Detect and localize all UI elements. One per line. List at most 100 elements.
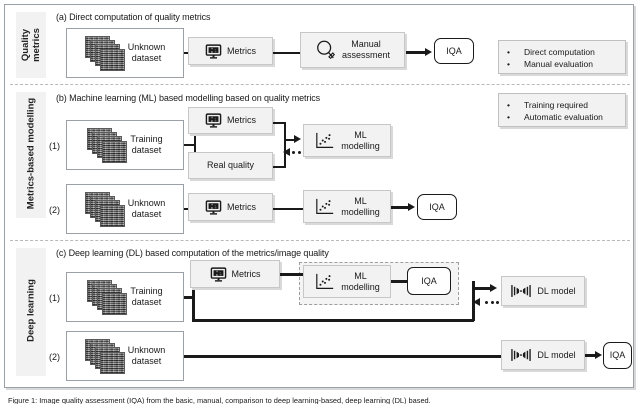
row-tag-c2: (2)	[49, 352, 60, 362]
image-stack-icon	[84, 192, 125, 227]
node-iqa-b2: IQA	[417, 194, 457, 220]
note-section-b: Training required Automatic evaluation	[498, 93, 626, 127]
arrow-b2-3	[408, 203, 415, 211]
scatter-plot-icon	[316, 198, 334, 214]
connector-c1-ml-to-iqa	[391, 280, 408, 283]
node-metrics-c1: + - x ÷ Metrics	[190, 260, 280, 288]
section-a-title: (a) Direct computation of quality metric…	[56, 12, 211, 22]
connector-a-3	[406, 51, 427, 54]
note-item: Training required	[507, 99, 619, 111]
connector-c1-to-dl	[472, 287, 492, 290]
node-metrics-b2: + - x ÷ Metrics	[188, 193, 273, 221]
connector-c1-metrics-to-ml	[280, 273, 305, 276]
node-label: DL model	[537, 349, 576, 360]
connector-b1-1	[184, 144, 195, 146]
connector-b1-metrics-out	[273, 122, 285, 124]
arrow-c2-2	[595, 350, 602, 359]
node-label: Metrics	[231, 268, 261, 279]
node-label: IQA	[446, 45, 462, 56]
neural-network-icon	[511, 349, 532, 361]
connector-c2-2	[585, 354, 597, 357]
monitor-metrics-icon: + - x ÷	[205, 113, 222, 128]
monitor-metrics-icon: + - x ÷	[205, 199, 222, 215]
scatter-plot-icon	[316, 132, 334, 148]
image-stack-icon	[84, 339, 125, 374]
figure-caption: Figure 1: Image quality assessment (IQA)…	[8, 396, 431, 404]
node-real-quality-b1: Real quality	[188, 152, 273, 179]
arrow-feedback-b1	[283, 148, 290, 156]
note-text: Manual evaluation	[524, 59, 593, 69]
node-label: Metrics	[227, 45, 256, 56]
sideband-metrics-based: Metrics-based modelling	[16, 92, 46, 218]
node-label: Metrics	[227, 115, 256, 125]
svg-text:x: x	[211, 119, 213, 123]
arrow-b1-into-ml	[294, 135, 301, 143]
neural-network-icon	[511, 285, 532, 297]
svg-text:x: x	[211, 49, 213, 53]
bullet-icon	[507, 58, 510, 70]
svg-text:x: x	[211, 205, 213, 209]
monitor-metrics-icon: + - x ÷	[210, 266, 226, 282]
node-label: IQA	[609, 350, 626, 360]
connector-b1-bracket-right	[284, 122, 286, 168]
row-tag-b1: (1)	[49, 141, 60, 151]
svg-text:+: +	[211, 203, 213, 207]
monitor-metrics-icon: + - x ÷	[205, 43, 222, 59]
svg-text:x: x	[216, 272, 218, 276]
note-text: Automatic evaluation	[524, 112, 603, 122]
svg-text:÷: ÷	[215, 205, 217, 209]
node-dl-model-c2: DL model	[501, 340, 585, 370]
note-text: Training required	[524, 100, 588, 110]
connector-b1-join	[284, 139, 296, 141]
svg-text:-: -	[219, 270, 221, 274]
node-dl-model-c1: DL model	[501, 276, 585, 306]
note-item: Automatic evaluation	[507, 111, 619, 123]
note-text: Direct computation	[524, 47, 595, 57]
bullet-icon	[507, 111, 510, 123]
svg-text:÷: ÷	[215, 49, 217, 53]
node-iqa-c2: IQA	[603, 342, 632, 369]
note-item: Manual evaluation	[507, 58, 619, 70]
node-label: Metrics	[227, 201, 256, 212]
svg-text:-: -	[215, 203, 217, 207]
node-metrics-a: + - x ÷ Metrics	[188, 37, 273, 65]
connector-c1-split	[192, 274, 195, 321]
bullet-icon	[507, 99, 510, 111]
connector-c1-bypass	[192, 319, 474, 322]
node-metrics-b1: + - x ÷ Metrics	[188, 107, 273, 134]
svg-text:+: +	[211, 116, 213, 120]
connector-b1-rq-out	[273, 166, 285, 168]
section-divider-b-c	[10, 240, 630, 241]
section-divider-a-b	[10, 84, 630, 85]
image-stack-icon	[84, 36, 125, 71]
svg-text:-: -	[215, 47, 217, 51]
row-tag-b2: (2)	[49, 205, 60, 215]
image-stack-icon	[87, 128, 128, 163]
magnifier-icon	[317, 40, 335, 59]
section-b-title: (b) Machine learning (ML) based modellin…	[56, 93, 321, 103]
note-item: Direct computation	[507, 46, 619, 58]
node-label: Real quality	[206, 160, 255, 170]
connector-c1-out	[184, 296, 194, 299]
arrow-feedback-c1	[473, 298, 480, 306]
